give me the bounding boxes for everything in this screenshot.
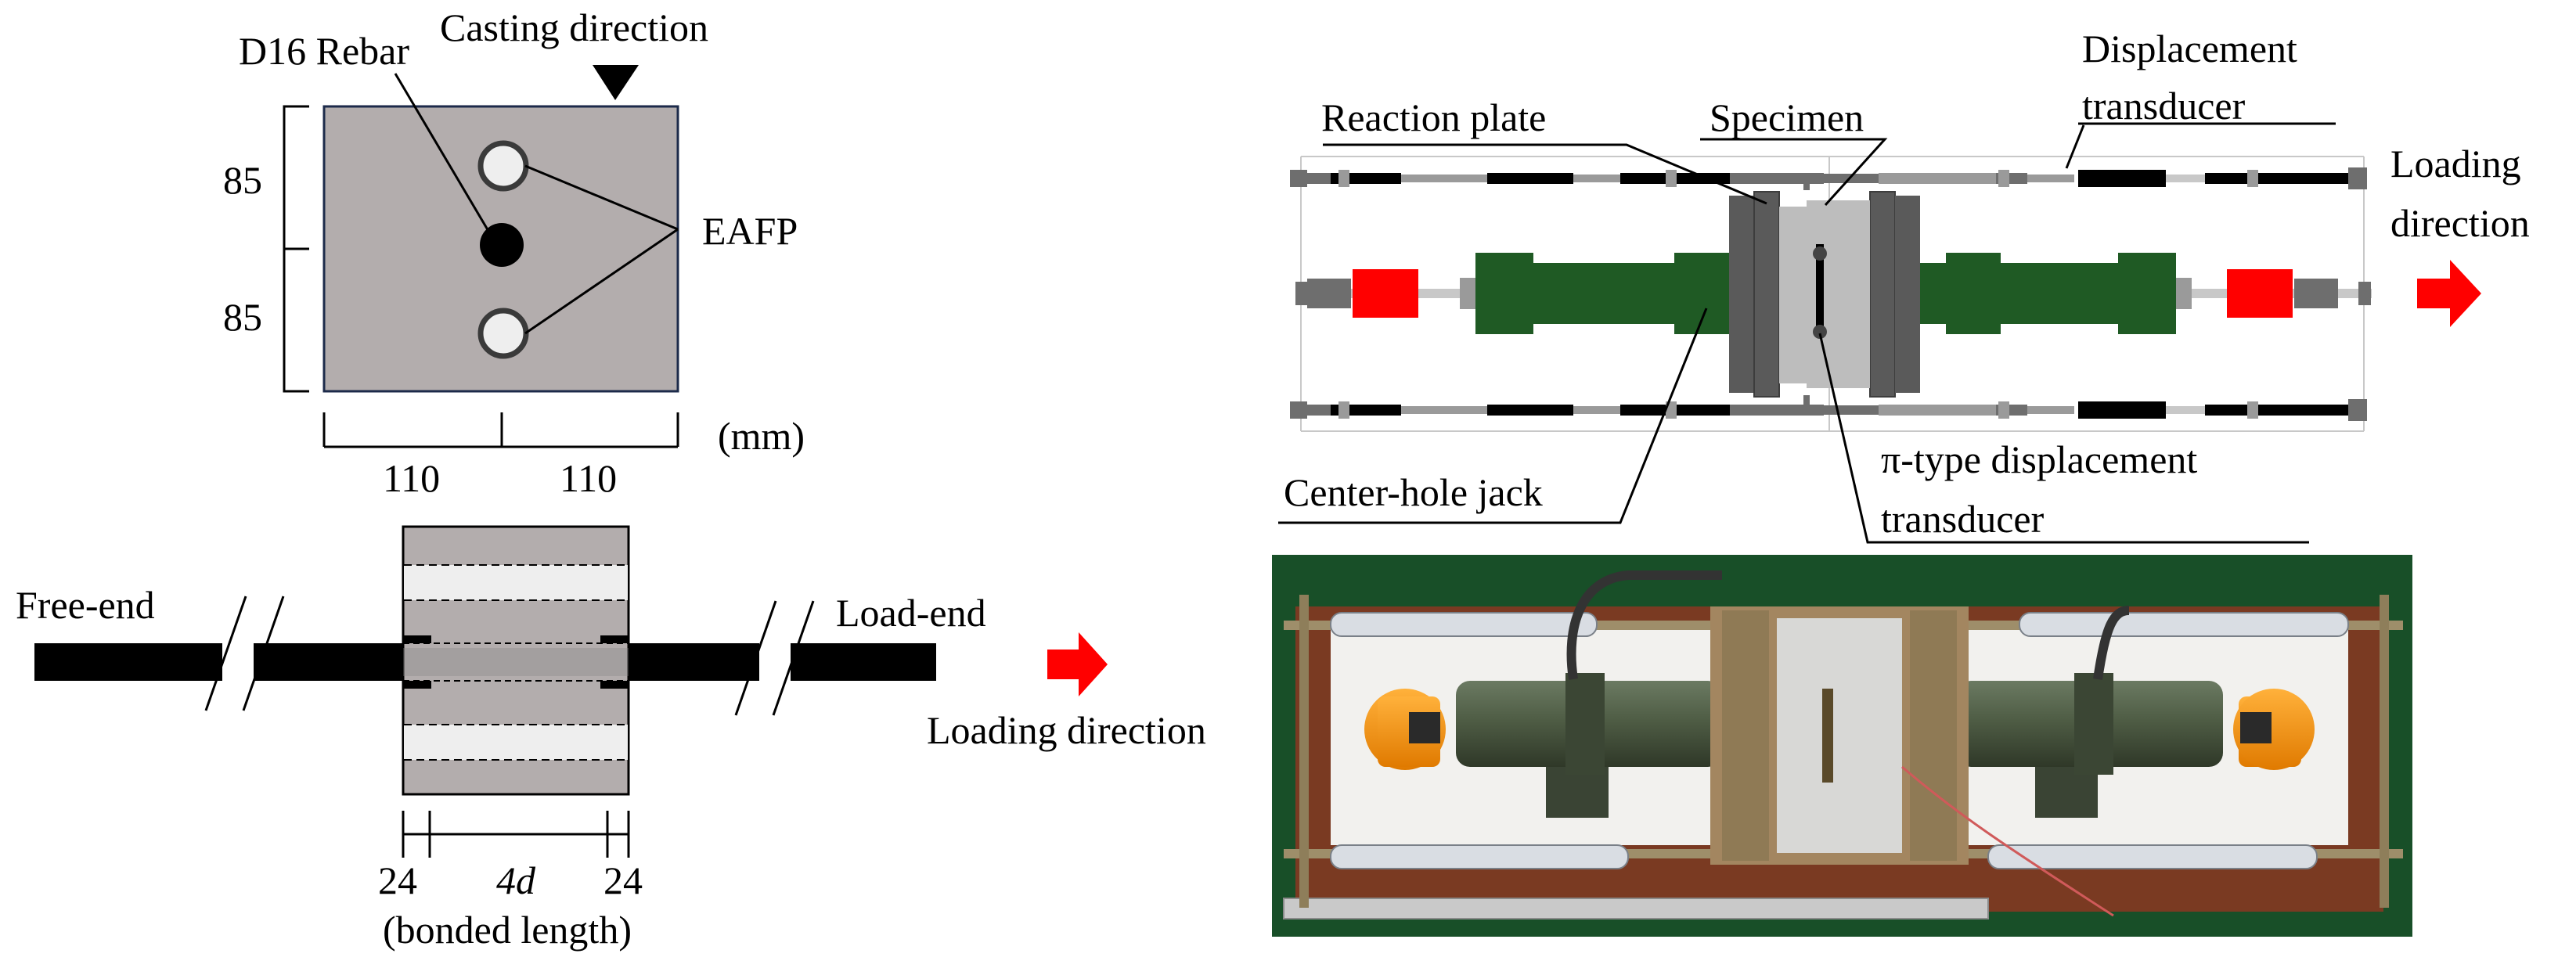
bonded-length-label: (bonded length) (383, 908, 632, 952)
jack-label: Center-hole jack (1284, 470, 1543, 514)
loading-arrow-right (2417, 260, 2481, 327)
jack-right (1918, 253, 2192, 334)
photo-loadcell-right (2233, 689, 2315, 770)
bonded-dim-mid-label: 4d (496, 858, 536, 902)
specimen-leader (1700, 138, 1888, 207)
sleeve-left-bottom (403, 681, 431, 689)
pi-transducer-label-2: transducer (1881, 497, 2045, 541)
loading-arrow-left (1047, 632, 1108, 696)
dim-bottom-label: 85 (223, 295, 262, 339)
break-mark-left-2 (242, 596, 285, 711)
disp-transducer-label-1: Displacement (2082, 27, 2297, 70)
anchor-left-red (1353, 269, 1418, 318)
eafp-label: EAFP (702, 209, 798, 253)
photo-hose-right (2093, 606, 2130, 680)
photo-rod-right (2380, 595, 2389, 908)
loading-label-1: Loading (2390, 142, 2521, 185)
free-end-label: Free-end (16, 583, 155, 627)
reaction-plate-left-outer (1729, 196, 1754, 393)
cross-section: D16 Rebar Casting direction EAFP 85 85 1… (223, 5, 805, 500)
reaction-plate-leader (1323, 143, 1767, 205)
specimen-label: Specimen (1710, 95, 1864, 139)
test-setup-photo (1272, 555, 2412, 937)
photo-specimen (1777, 618, 1902, 853)
casting-direction-label: Casting direction (440, 5, 708, 49)
casting-direction-arrow (593, 65, 639, 100)
rebar-end-left (1295, 282, 1308, 305)
photo-pi-gauge (1822, 689, 1833, 783)
load-end-label: Load-end (836, 591, 986, 635)
dim-vertical-lower (283, 249, 309, 393)
dim-top-label: 85 (223, 158, 262, 202)
jack-left (1460, 253, 1756, 334)
break-mark-left-1 (204, 596, 247, 711)
bonded-dim-left-label: 24 (378, 858, 417, 902)
jack-leader (1278, 308, 1708, 524)
pi-gauge-bottom (1813, 325, 1827, 339)
loading-label-2: direction (2390, 201, 2530, 245)
eafp-band-top (404, 565, 628, 600)
photo-transducer-bottom-left (1330, 844, 1629, 869)
photo-loadcell-left-label (1409, 712, 1440, 743)
photo-jack-right-collar (2074, 673, 2113, 775)
break-mark-right-2 (772, 600, 815, 716)
upper-connector (1730, 174, 1810, 190)
photo-transducer-top-left (1330, 612, 1598, 637)
photo-rod-left (1299, 595, 1309, 908)
reaction-plate-left-inner (1753, 191, 1780, 398)
bonded-dim-right-label: 24 (603, 858, 643, 902)
pi-gauge-bar (1816, 244, 1824, 330)
sleeve-left-top (403, 635, 431, 643)
eafp-bottom-circle (477, 308, 529, 359)
loading-direction-label: Loading direction (927, 708, 1206, 752)
rebar-embedded (403, 648, 629, 676)
rebar-leader (394, 73, 493, 237)
reaction-plate-right-inner (1869, 191, 1896, 398)
lower-connector (1730, 395, 1810, 412)
photo-loadcell-right-label (2240, 712, 2272, 743)
reaction-plate-label: Reaction plate (1321, 95, 1546, 139)
sleeve-right-top (600, 635, 629, 643)
photo-transducer-top-right (2019, 612, 2349, 637)
test-setup-schematic: Reaction plate Specimen Displacement tra… (1278, 27, 2530, 544)
eafp-top-circle (477, 140, 529, 192)
break-gap-left (222, 638, 254, 686)
eafp-leader-top (524, 164, 679, 231)
photo-wire (1901, 765, 2114, 917)
dim-left-label: 110 (383, 456, 440, 500)
pi-transducer-label-1: π-type displacement (1881, 437, 2197, 481)
unit-label: (mm) (718, 414, 805, 458)
steel-ruler (1283, 898, 1989, 919)
eafp-leader-bottom (524, 228, 679, 335)
anchor-right-red (2227, 269, 2293, 318)
rebar-end-right (2358, 282, 2371, 305)
upper-rod (1290, 167, 2367, 189)
anchor-right-grey (2294, 279, 2338, 308)
sleeve-right-bottom (600, 681, 629, 689)
pi-gauge-top (1813, 246, 1827, 261)
dim-vertical-upper (283, 105, 309, 249)
photo-frame-plate-left (1722, 610, 1769, 861)
photo-transducer-bottom-right (1987, 844, 2318, 869)
rebar-label: D16 Rebar (239, 29, 409, 73)
eafp-band-bottom (404, 725, 628, 760)
pi-transducer-leader (1818, 333, 2309, 544)
reaction-plate-right-outer (1895, 196, 1920, 393)
disp-transducer-leader-2 (2065, 124, 2085, 169)
break-mark-right-1 (734, 600, 777, 716)
disp-transducer-label-2: transducer (2082, 84, 2246, 128)
photo-hose-left (1566, 570, 1722, 680)
dim-right-label: 110 (560, 456, 617, 500)
anchor-left-grey (1307, 279, 1351, 308)
photo-frame-plate-right (1910, 610, 1957, 861)
side-view: Free-end Load-end Loading direction 24 4… (16, 525, 1206, 952)
photo-jack-left-collar (1565, 673, 1605, 775)
